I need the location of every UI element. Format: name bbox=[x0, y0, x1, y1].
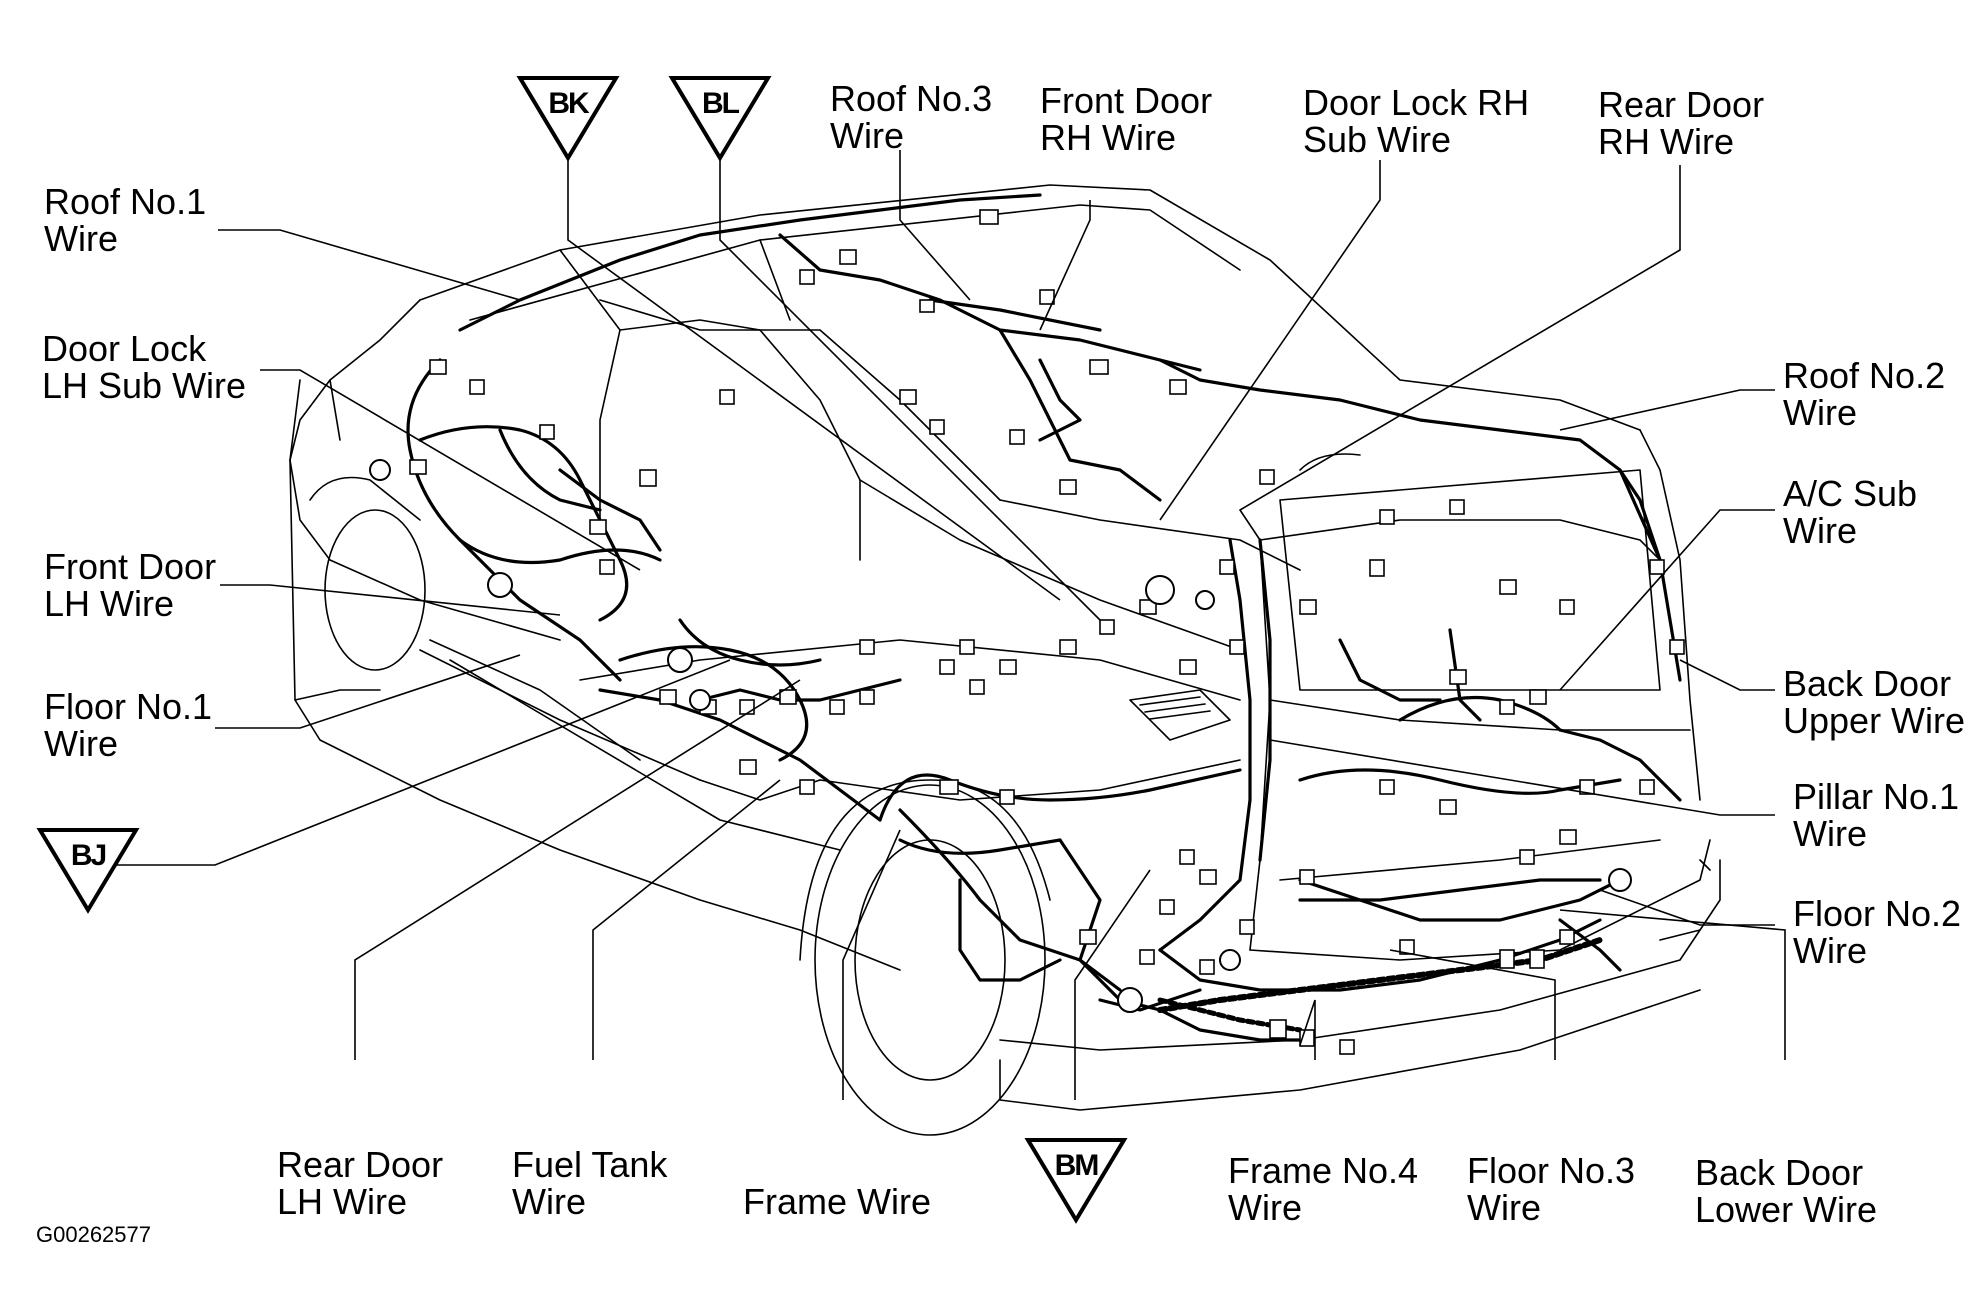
label-frame-wire: Frame Wire bbox=[743, 1181, 931, 1222]
connector-bj-label: BJ bbox=[71, 839, 106, 872]
connector-bk-label: BK bbox=[548, 87, 590, 120]
figure-id: G00262577 bbox=[36, 1222, 151, 1247]
connector-bm-label: BM bbox=[1055, 1149, 1098, 1182]
connector-bl-label: BL bbox=[702, 87, 740, 120]
